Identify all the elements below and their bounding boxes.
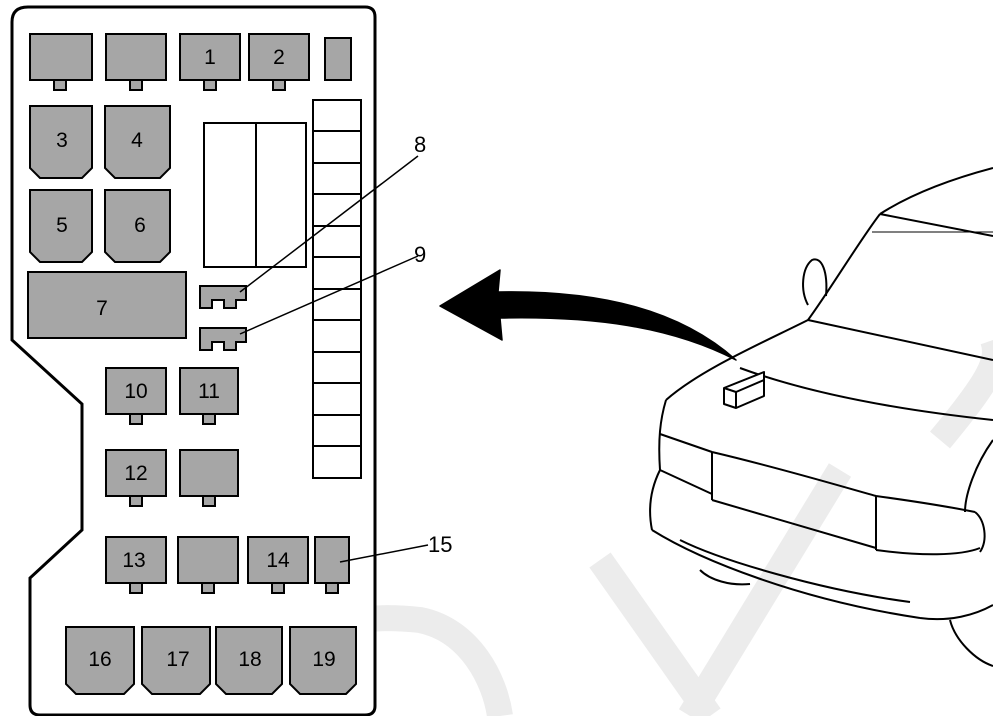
relay-label: 10	[124, 380, 147, 403]
callout-9: 9	[414, 242, 426, 267]
relay-6: 6	[104, 189, 171, 263]
leader-line-8	[239, 155, 419, 293]
relay-17: 17	[141, 626, 211, 695]
fuse-strip	[312, 99, 362, 479]
relay-label: 1	[204, 46, 216, 69]
relay-label: 18	[238, 648, 261, 671]
leader-line-15	[339, 544, 429, 563]
relay-label: 3	[56, 129, 68, 152]
relay-label: 5	[56, 214, 68, 237]
relay-label: 11	[198, 380, 220, 403]
relay-label: 13	[122, 549, 145, 572]
relay-label: 4	[131, 129, 143, 152]
relay-label: 2	[273, 46, 285, 69]
relay-9	[199, 327, 247, 351]
relay-label: 14	[266, 549, 290, 572]
relay-1: 1	[179, 33, 241, 91]
leader-line-9	[239, 255, 419, 335]
relay-3: 3	[29, 105, 93, 179]
small-fuse-top-right	[324, 37, 352, 81]
relay-10: 10	[105, 367, 167, 425]
relay-label: 6	[134, 214, 146, 237]
relay-blank-mid	[179, 449, 239, 507]
relay-16: 16	[65, 626, 135, 695]
relay-label: 17	[166, 648, 189, 671]
callout-8: 8	[414, 132, 426, 157]
relay-2: 2	[248, 33, 310, 91]
relay-top-blank-1	[29, 33, 93, 91]
relay-15	[314, 536, 350, 594]
relay-5: 5	[29, 189, 93, 263]
relay-11: 11	[179, 367, 239, 425]
vehicle-drawing	[649, 167, 993, 667]
callout-15: 15	[428, 532, 452, 557]
relay-top-blank-2	[105, 33, 167, 91]
relay-label: 12	[124, 462, 147, 485]
relay-label: 7	[96, 297, 108, 320]
relay-13: 13	[105, 536, 167, 594]
location-arrow	[439, 269, 737, 361]
relay-label: 19	[312, 648, 335, 671]
relay-12: 12	[105, 449, 167, 507]
relay-4: 4	[104, 105, 171, 179]
relay-8	[199, 285, 247, 309]
relay-14: 14	[247, 536, 309, 594]
relay-19: 19	[289, 626, 357, 695]
relay-18: 18	[215, 626, 283, 695]
relay-blank-lower	[177, 536, 239, 594]
relay-7: 7	[27, 271, 187, 339]
center-fuse-block	[203, 122, 307, 268]
relay-label: 16	[88, 648, 111, 671]
